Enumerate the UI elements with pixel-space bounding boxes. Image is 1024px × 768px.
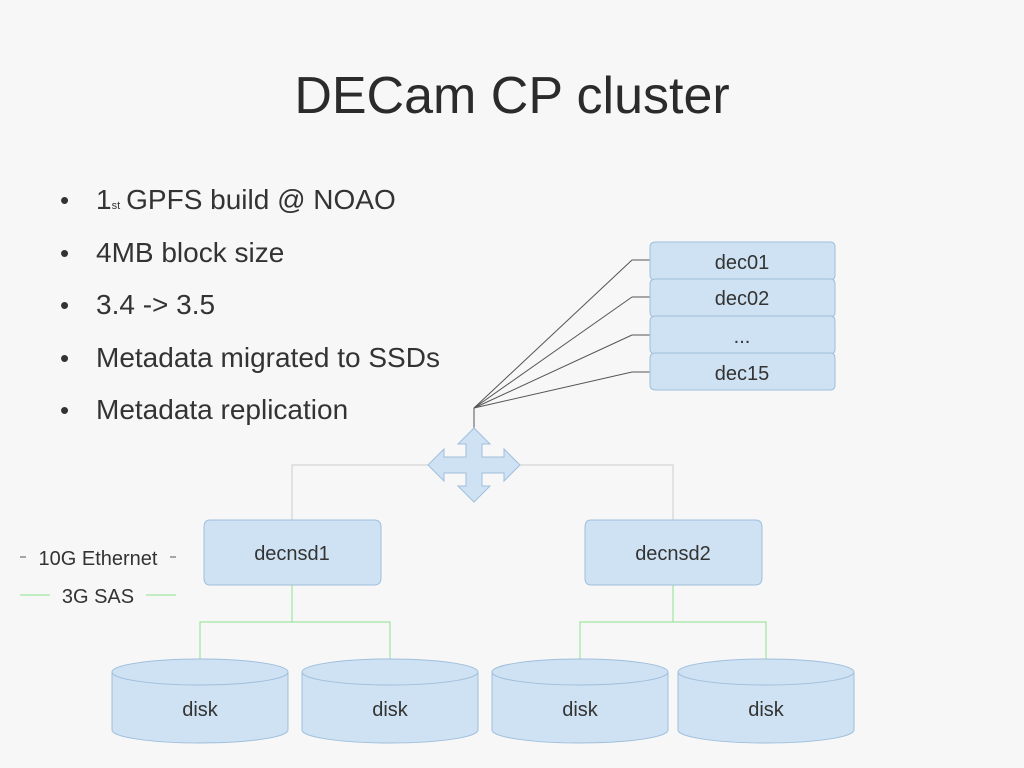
disk-label: disk xyxy=(562,699,599,721)
ethernet-link xyxy=(473,334,633,409)
bullet-item: 3.4 -> 3.5 xyxy=(58,283,440,336)
disk-label: disk xyxy=(748,699,785,721)
ethernet-link xyxy=(473,296,633,409)
disk-label: disk xyxy=(372,699,409,721)
sas-link xyxy=(199,621,391,668)
client-node: dec15 xyxy=(649,352,836,391)
client-node-label: dec15 xyxy=(715,363,770,385)
four-way-arrow-icon xyxy=(427,427,521,503)
ethernet-links-servers xyxy=(291,464,674,520)
sas-links xyxy=(199,585,767,668)
ethernet-link xyxy=(473,259,633,409)
bullet-item: 1st GPFS build @ NOAO xyxy=(58,178,440,231)
bullet-text: 1 xyxy=(96,184,112,215)
legend: 10G Ethernet 3G SAS xyxy=(20,544,176,608)
bullet-text: 3.4 -> 3.5 xyxy=(96,289,216,320)
bullet-text: Metadata migrated to SSDs xyxy=(96,341,440,373)
disk-label: disk xyxy=(182,699,219,721)
server-node: decnsd2 xyxy=(584,519,763,586)
client-node-label: dec02 xyxy=(715,288,770,310)
disk-cylinder: disk xyxy=(677,658,855,744)
client-node-label: ... xyxy=(734,326,751,348)
client-node-stack: dec01 dec02 ... dec15 xyxy=(649,241,836,391)
bullet-superscript: st xyxy=(111,200,121,212)
disk-cylinder: disk xyxy=(301,658,479,744)
bullet-text: 4MB block size xyxy=(96,236,285,268)
server-node: decnsd1 xyxy=(203,519,382,586)
legend-sas-label: 3G SAS xyxy=(62,586,134,608)
server-label: decnsd1 xyxy=(254,543,330,565)
bullet-item: 4MB block size xyxy=(58,231,440,284)
bullet-item: Metadata migrated to SSDs xyxy=(58,336,440,389)
ethernet-link xyxy=(291,464,428,520)
bullet-list: 1st GPFS build @ NOAO 4MB block size 3.4 … xyxy=(58,178,440,441)
client-node: dec01 xyxy=(649,241,836,281)
bullet-text-rest: GPFS build @ NOAO xyxy=(126,184,396,215)
slide-title: DECam CP cluster xyxy=(294,67,730,125)
client-node-label: dec01 xyxy=(715,252,770,274)
bullet-item: Metadata replication xyxy=(58,388,440,441)
client-node: dec02 xyxy=(649,278,836,318)
server-label: decnsd2 xyxy=(635,543,711,565)
ethernet-link xyxy=(520,464,674,520)
bullet-text: Metadata replication xyxy=(96,394,349,425)
disk-cylinder: disk xyxy=(111,658,289,744)
disk-cylinder: disk xyxy=(491,658,669,744)
client-node: ... xyxy=(649,315,836,355)
legend-ethernet-label: 10G Ethernet xyxy=(39,548,158,570)
ethernet-link xyxy=(473,371,633,409)
sas-link xyxy=(579,621,767,668)
ethernet-links-clients xyxy=(473,259,650,430)
